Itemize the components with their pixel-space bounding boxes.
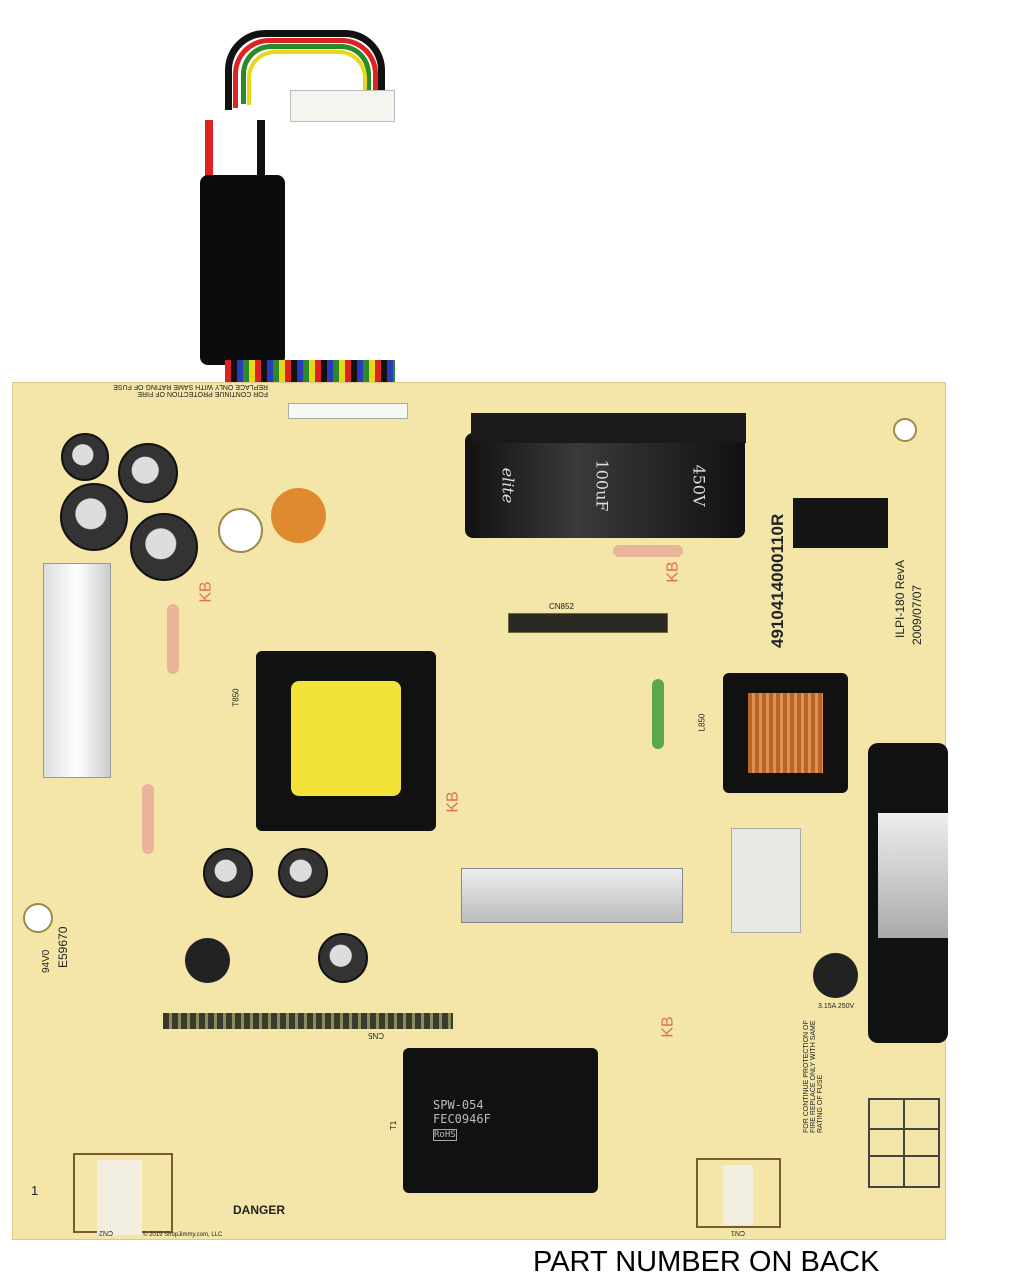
bulk-capacitor: elite 100uF 450V: [465, 433, 745, 538]
caption: PART NUMBER ON BACK: [533, 1246, 880, 1278]
connector-label-cn852: CN852: [549, 602, 574, 611]
transformer-label-t1: T1: [389, 1120, 399, 1131]
model-marking: ILPI-180 RevA: [893, 559, 907, 638]
part-marking: 4910414000110R: [768, 513, 787, 648]
heat-shrink-sleeve: [200, 175, 285, 365]
power-transistor: [793, 498, 888, 548]
fuse-rating: 3.15A 250V: [818, 1003, 855, 1010]
mounting-hole: [218, 508, 263, 553]
fuse-thermistor: [813, 953, 858, 998]
capacitor: [118, 443, 178, 503]
board-connector: [288, 403, 408, 419]
heatsink-black: [471, 413, 746, 443]
wire-harness: [200, 30, 405, 420]
mounting-hole: [23, 903, 53, 933]
copyright: © 2019 ShopJimmy.com, LLC: [143, 1232, 223, 1238]
connector-cn852: [508, 613, 668, 633]
resistor: [167, 604, 179, 674]
main-transformer: [256, 651, 436, 831]
fuse-note-grid: [868, 1098, 940, 1188]
kb-mark: KB: [444, 791, 462, 813]
transformer-core: [291, 681, 401, 796]
date-marking: 2009/07/07: [910, 584, 924, 645]
cert-code: E59670: [56, 926, 70, 968]
pin-one-marker: 1: [31, 1183, 39, 1198]
capacitor: [61, 433, 109, 481]
inverter-transformer: SPW-054 FEC0946F RoHS: [403, 1048, 598, 1193]
pin-header: [163, 1013, 453, 1029]
connector-plug: [290, 90, 395, 122]
pcb-board: FOR CONTINUE PROTECTION OF FIRE REPLACE …: [12, 382, 948, 1240]
filter-block: [731, 828, 801, 933]
kb-mark: KB: [664, 561, 682, 583]
heatsink-bottom: [461, 868, 683, 923]
inductor: [185, 938, 230, 983]
capacitor: [130, 513, 198, 581]
heatsink: [43, 563, 111, 778]
inductor-l850: [723, 673, 848, 793]
rating: 94V0: [41, 949, 52, 973]
danger-label: DANGER: [233, 1203, 286, 1217]
capacitor: [60, 483, 128, 551]
connector-cn2: [73, 1153, 173, 1235]
resistor: [613, 545, 683, 557]
mounting-hole: [893, 418, 917, 442]
connector-label-cn5: CN5: [368, 1031, 385, 1040]
capacitor: [318, 933, 368, 983]
copper-coil: [748, 693, 823, 773]
kb-mark: KB: [197, 581, 215, 603]
capacitor: [278, 848, 328, 898]
kb-mark: KB: [659, 1016, 677, 1038]
ac-inlet: [868, 743, 948, 1043]
connector-label-cn2: CN2: [99, 1229, 114, 1236]
inductor-green: [652, 679, 664, 749]
resistor: [142, 784, 154, 854]
y-capacitor: [271, 488, 326, 543]
fuse-note-bottom: FOR CONTINUE PROTECTION OF FIRE REPLACE …: [803, 1020, 824, 1133]
fuse-note-top: FOR CONTINUE PROTECTION OF FIRE REPLACE …: [113, 383, 268, 397]
capacitor: [203, 848, 253, 898]
connector-cn1: [696, 1158, 781, 1228]
inductor-label-l850: L850: [697, 713, 707, 732]
transformer-label-t850: T850: [231, 688, 241, 707]
connector-label-cn1: CN1: [731, 1229, 746, 1236]
